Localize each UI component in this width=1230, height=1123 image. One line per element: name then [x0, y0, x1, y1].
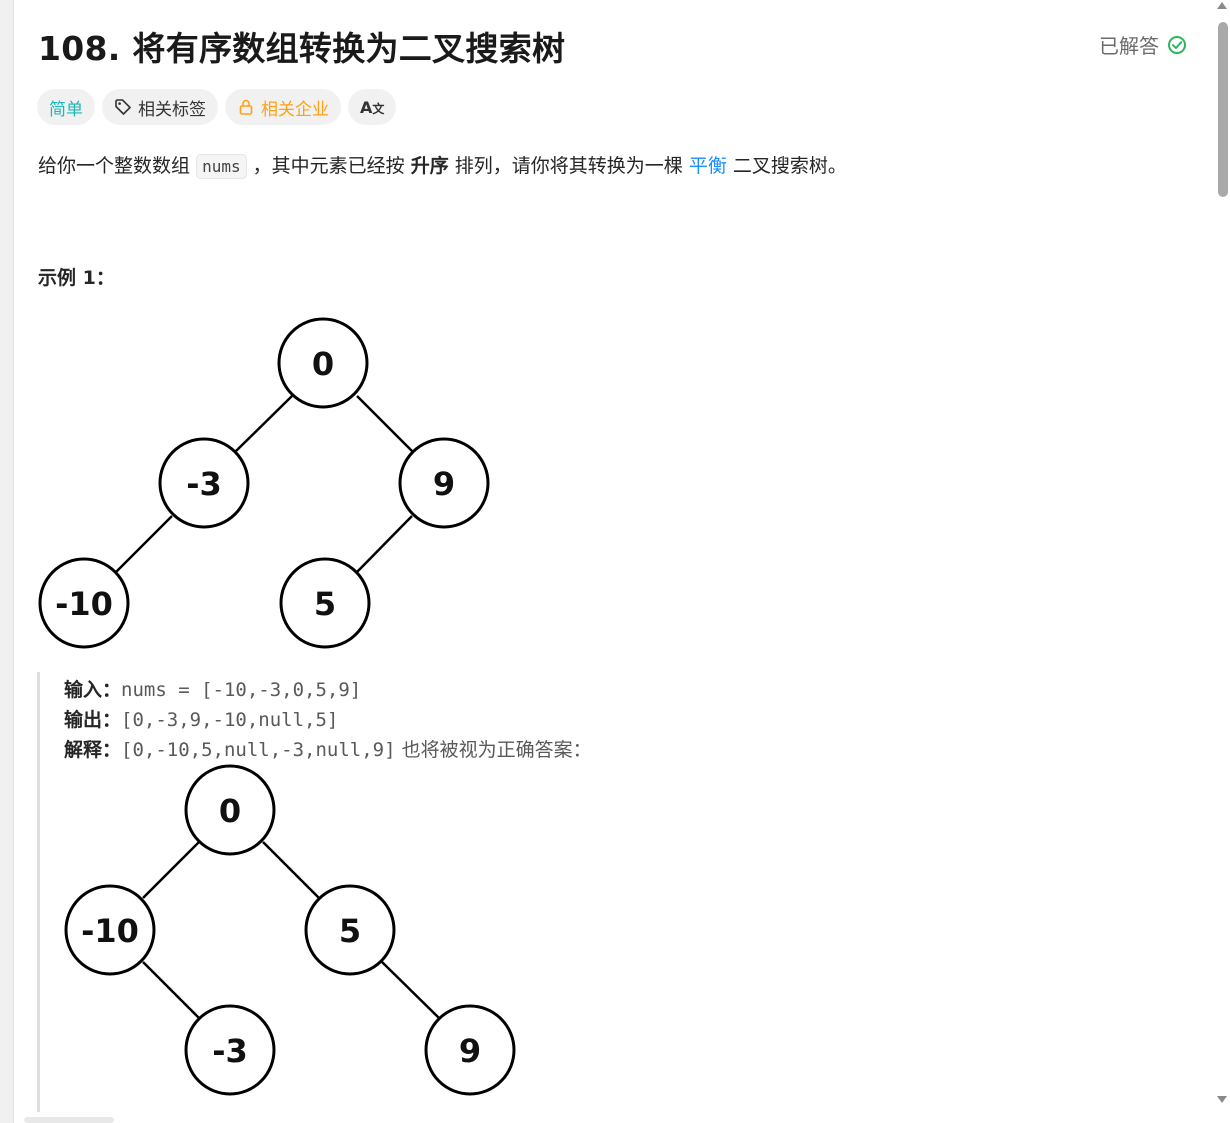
tree-node — [304, 884, 396, 976]
scroll-down-arrow-icon[interactable] — [1217, 1096, 1227, 1103]
scroll-thumb[interactable] — [1218, 22, 1228, 197]
tree-node — [398, 437, 490, 529]
node-label: -3 — [186, 465, 222, 503]
companies-tag-button[interactable]: 相关企业 — [225, 89, 341, 125]
bold-ascending: 升序 — [410, 155, 449, 177]
node-label: -10 — [55, 585, 113, 623]
tree-edge — [115, 515, 173, 573]
problem-description: 给你一个整数数组 nums ，其中元素已经按 升序 排列，请你将其转换为一棵 平… — [38, 154, 847, 179]
topics-tag-label: 相关标签 — [138, 99, 206, 120]
node-label: 0 — [312, 345, 334, 383]
example-1-alternate-tree-diagram: 0 -10 5 -3 9 — [64, 764, 516, 1096]
example-explanation-text: 也将被视为正确答案： — [401, 739, 592, 761]
tree-edge — [356, 515, 413, 573]
tree-edge — [381, 961, 440, 1019]
tree-node — [158, 437, 250, 529]
example-input-value: nums = [-10,-3,0,5,9] — [121, 679, 362, 701]
example-1-tree-diagram: 0 -3 9 -10 5 — [38, 317, 490, 649]
node-label: 9 — [459, 1032, 481, 1070]
tree-node — [184, 764, 276, 856]
check-circle-icon — [1168, 35, 1186, 54]
tag-icon — [115, 99, 131, 115]
node-label: 0 — [219, 792, 241, 830]
left-panel-edge — [0, 0, 14, 1123]
tree-edge — [356, 395, 414, 453]
translate-icon: A文 — [360, 97, 385, 117]
difficulty-label: 简单 — [49, 99, 83, 120]
companies-tag-label: 相关企业 — [261, 99, 329, 120]
node-label: 9 — [433, 465, 455, 503]
tree-node — [424, 1004, 516, 1096]
example-explanation-line: 解释：[0,-10,5,null,-3,null,9] 也将被视为正确答案： — [64, 739, 592, 761]
problem-title: 108. 将有序数组转换为二叉搜索树 — [38, 29, 566, 68]
node-label: 5 — [314, 585, 336, 623]
difficulty-badge[interactable]: 简单 — [37, 89, 95, 125]
tree-edge — [235, 395, 293, 452]
node-label: -10 — [81, 912, 139, 950]
vertical-scrollbar[interactable] — [1216, 0, 1230, 1123]
example-block-border — [37, 672, 40, 1112]
tree-node — [277, 317, 369, 409]
scroll-up-arrow-icon[interactable] — [1217, 2, 1227, 9]
example-input-line: 输入：nums = [-10,-3,0,5,9] — [64, 679, 362, 701]
example-1-heading: 示例 1： — [38, 267, 115, 289]
node-label: 5 — [339, 912, 361, 950]
bottom-edge-fragment — [24, 1117, 114, 1123]
example-explanation-value: [0,-10,5,null,-3,null,9] — [121, 739, 396, 761]
tree-node — [279, 557, 371, 649]
translate-button[interactable]: A文 — [348, 89, 397, 125]
balanced-link[interactable]: 平衡 — [688, 155, 727, 177]
inline-code-nums: nums — [196, 154, 247, 179]
topics-tag-button[interactable]: 相关标签 — [102, 89, 218, 125]
node-label: -3 — [212, 1032, 248, 1070]
tree-node — [184, 1004, 276, 1096]
tree-node — [64, 884, 156, 976]
example-output-line: 输出：[0,-3,9,-10,null,5] — [64, 709, 339, 731]
tree-node — [38, 557, 130, 649]
solved-status: 已解答 — [1099, 30, 1187, 59]
lock-icon — [239, 99, 253, 115]
solved-status-label: 已解答 — [1099, 34, 1159, 58]
tree-edge — [262, 841, 320, 899]
tree-edge — [142, 961, 200, 1019]
example-output-value: [0,-3,9,-10,null,5] — [121, 709, 339, 731]
tree-edge — [142, 841, 200, 899]
tag-bar: 简单 相关标签 相关企业 A文 — [37, 89, 397, 125]
